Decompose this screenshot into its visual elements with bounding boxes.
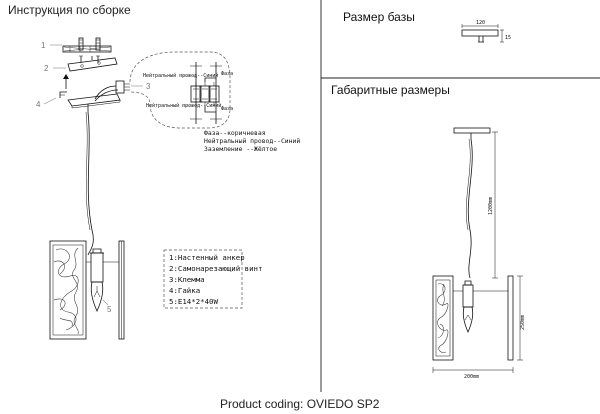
canopy bbox=[67, 93, 121, 112]
legend-item-2: 2:Самонарезающий винт bbox=[169, 264, 262, 273]
svg-text:Заземление --Жёлтое: Заземление --Жёлтое bbox=[204, 145, 277, 153]
phase-label-top: Фаза bbox=[221, 71, 233, 77]
parts-legend: 1:Настенный анкер 2:Самонарезающий винт … bbox=[163, 249, 262, 309]
overall-height-label: 1200mm bbox=[488, 197, 494, 215]
mounting-bar bbox=[67, 56, 118, 72]
lamp-shade-assembly: 5 bbox=[49, 240, 125, 340]
callout-5: 5 bbox=[107, 305, 112, 314]
callout-4: 4 bbox=[36, 100, 41, 109]
nut bbox=[59, 91, 67, 98]
callout-1: 1 bbox=[41, 41, 46, 50]
legend-item-1: 1:Настенный анкер bbox=[169, 253, 245, 262]
terminal-wires bbox=[94, 80, 130, 102]
base-height-label: 15 bbox=[505, 35, 511, 41]
legend-item-5: 5:E14*2*40W bbox=[169, 297, 218, 306]
base-width-label: 120 bbox=[476, 20, 485, 26]
callout-2: 2 bbox=[44, 64, 49, 73]
overall-size-title: Габаритные размеры bbox=[331, 83, 450, 97]
callout-3: 3 bbox=[146, 82, 151, 91]
legend-item-3: 3:Клемма bbox=[169, 275, 205, 284]
product-coding: Product coding: OVIEDO SP2 bbox=[220, 397, 380, 411]
phase-label-bottom: Фаза bbox=[221, 106, 233, 112]
wire-color-key: Фаза--коричневая Нейтральный провод--Син… bbox=[204, 129, 300, 153]
legend-item-4: 4:Гайка bbox=[169, 286, 200, 295]
up-arrow-icon bbox=[63, 74, 69, 89]
svg-text:Нейтральный провод--Синий: Нейтральный провод--Синий bbox=[204, 137, 300, 145]
svg-text:Фаза--коричневая: Фаза--коричневая bbox=[204, 129, 266, 137]
wiring-detail bbox=[190, 62, 222, 124]
shade-height-label: 250mm bbox=[520, 315, 526, 330]
overall-width-label: 200mm bbox=[464, 374, 479, 380]
wiring-detail-outline bbox=[129, 51, 231, 129]
overall-size-drawing: 1200mm 250mm 200mm bbox=[432, 127, 526, 380]
wall-anchors bbox=[62, 37, 112, 53]
suspension-cable bbox=[87, 111, 94, 256]
base-size-title: Размер базы bbox=[343, 10, 415, 24]
assembly-title: Инструкция по сборке bbox=[8, 3, 131, 17]
candle-bulb bbox=[90, 281, 104, 312]
base-size-drawing: 120 15 bbox=[461, 20, 511, 43]
